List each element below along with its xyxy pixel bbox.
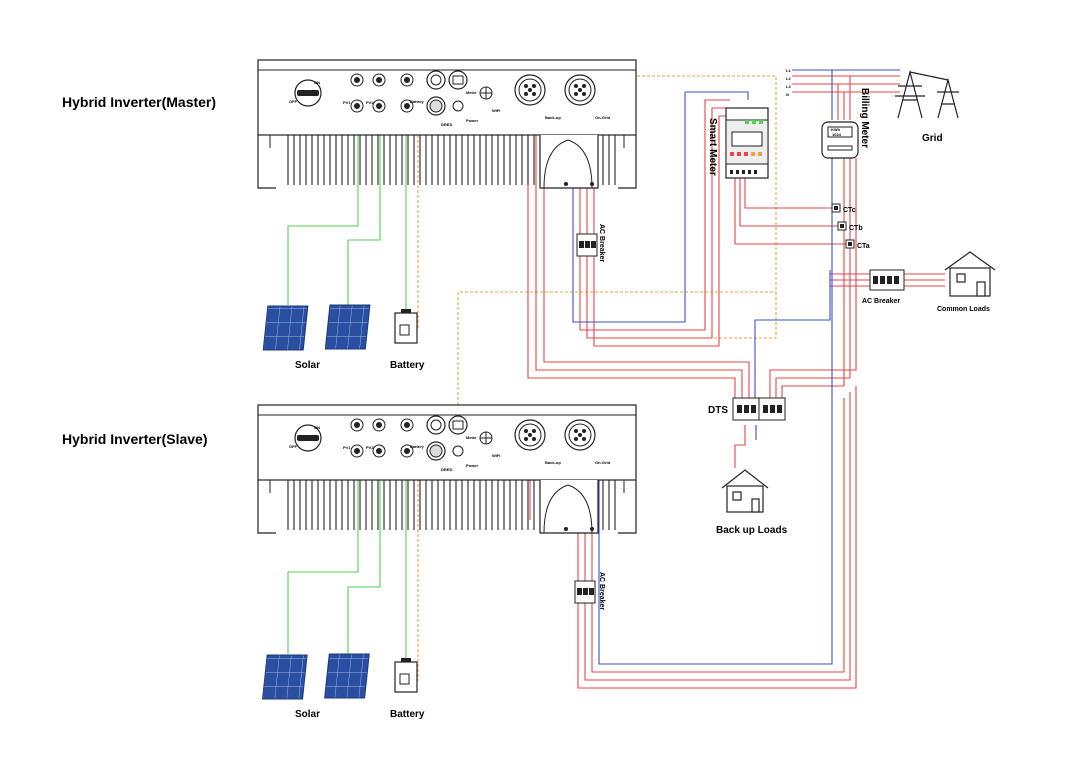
- slave-title: Hybrid Inverter(Slave): [62, 431, 208, 447]
- slave-off-label: OFF: [289, 444, 298, 449]
- ct-a-label: CTa: [857, 243, 870, 250]
- master-backup-port-label: Back-up: [545, 115, 561, 120]
- slave-solar-panel-2: [324, 653, 370, 699]
- master-power-label: Power: [466, 118, 478, 123]
- billing-meter-value: 1024: [832, 132, 842, 137]
- slave-ac-breaker: AC Breaker: [574, 572, 605, 610]
- dts-label: DTS: [708, 405, 728, 416]
- master-pv1-label: PV1: [343, 100, 351, 105]
- master-pv2-label: PV2: [366, 100, 374, 105]
- master-breaker-label: AC Breaker: [598, 224, 605, 262]
- master-ongrid-port-label: On-Grid: [595, 115, 611, 120]
- slave-inverter: ON OFF PV1 PV2 Battery Meter DRED Power …: [257, 404, 637, 534]
- slave-meter-port-label: Meter: [466, 435, 477, 440]
- common-loads-house-icon: [944, 251, 996, 297]
- billing-meter-label: Billing Meter: [859, 88, 870, 148]
- grid-phase-l2: L2: [786, 76, 791, 81]
- slave-dred-label: DRED: [441, 467, 452, 472]
- slave-power-label: Power: [466, 463, 478, 468]
- grid-phase-l3: L3: [786, 84, 791, 89]
- master-solar-panel-2: [324, 304, 371, 350]
- billing-meter-unit: KWh: [831, 127, 841, 132]
- master-off-label: OFF: [289, 99, 298, 104]
- master-dred-label: DRED: [441, 122, 452, 127]
- slave-battery-port-label: Battery: [410, 444, 425, 449]
- common-loads-label: Common Loads: [937, 306, 990, 313]
- slave-ongrid-port-label: On-Grid: [595, 460, 611, 465]
- master-battery-icon: [394, 309, 418, 344]
- master-on-label: ON: [314, 80, 320, 85]
- master-meter-port-label: Meter: [466, 90, 477, 95]
- slave-battery-icon: [394, 658, 418, 693]
- master-title: Hybrid Inverter(Master): [62, 94, 216, 110]
- slave-battery-label: Battery: [390, 709, 425, 720]
- smart-meter-label: Smart Meter: [707, 118, 718, 176]
- slave-pv1-label: PV1: [343, 445, 351, 450]
- slave-backup-port-label: Back-up: [545, 460, 561, 465]
- dts-switch: [732, 397, 786, 421]
- current-transformers: CTc CTb CTa: [831, 203, 870, 250]
- master-solar-panel-1: [262, 305, 309, 351]
- master-battery-label: Battery: [390, 360, 425, 371]
- slave-pv2-label: PV2: [366, 445, 374, 450]
- grid-phase-l1: L1: [786, 68, 791, 73]
- slave-on-label: ON: [314, 425, 320, 430]
- grid-phase-n: N: [786, 92, 789, 97]
- slave-solar-panel-1: [261, 654, 308, 700]
- backup-loads-house-icon: [721, 469, 769, 513]
- slave-breaker-label: AC Breaker: [598, 572, 605, 610]
- master-wifi-label: WiFi: [492, 108, 500, 113]
- slave-wifi-label: WiFi: [492, 453, 500, 458]
- master-battery-port-label: Battery: [410, 99, 425, 104]
- slave-solar-label: Solar: [295, 709, 320, 720]
- master-solar-label: Solar: [295, 360, 320, 371]
- smart-meter: Smart Meter: [707, 107, 769, 179]
- ct-b-label: CTb: [849, 225, 863, 232]
- pv-wiring: [287, 120, 407, 660]
- master-ac-breaker: AC Breaker: [576, 224, 605, 262]
- ac-live-wiring: [527, 75, 945, 689]
- common-breaker-label: AC Breaker: [862, 298, 900, 305]
- grid-phase-labels: L1 L2 L3 N: [786, 68, 791, 97]
- grid-label: Grid: [922, 133, 943, 144]
- transmission-tower-icon: [895, 69, 959, 119]
- master-inverter: ON OFF PV1 PV2 Battery Meter DRED Power …: [257, 59, 637, 189]
- billing-meter: KWh 1024 Billing Meter: [821, 88, 870, 159]
- backup-loads-label: Back up Loads: [716, 525, 788, 536]
- ct-c-label: CTc: [843, 207, 856, 214]
- neutral-wiring: [572, 69, 900, 665]
- common-ac-breaker: [869, 269, 905, 291]
